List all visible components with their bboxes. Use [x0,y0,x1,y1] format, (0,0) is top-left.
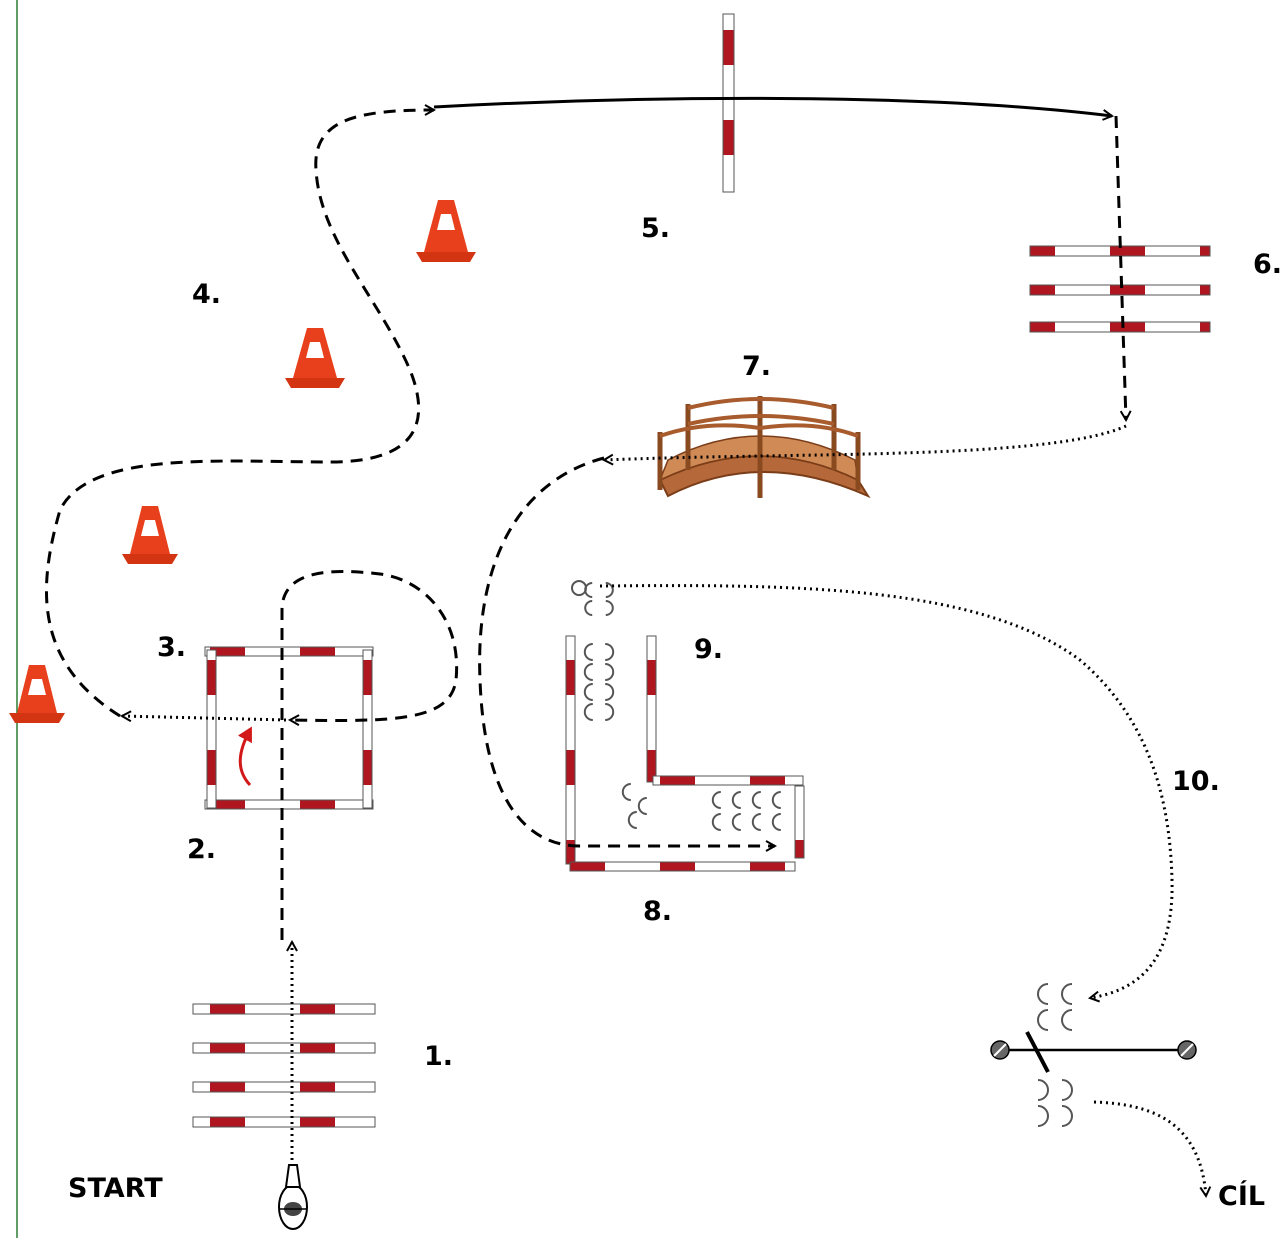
hoofprint-icon [771,813,781,831]
hoofprint-icon [751,813,761,831]
station-label-6: 6. [1253,249,1283,280]
hoofprint-icon [605,703,615,721]
hoofprint-icon [751,791,761,809]
cone-icon [285,328,345,388]
hoofprint-icon [605,600,614,616]
finish-gate [990,1031,1197,1073]
cone-icon [416,200,476,262]
hoofprint-icon [1037,1009,1049,1031]
hoofprint-icon [1061,1079,1073,1101]
pole-square-2 [204,646,374,810]
course-path [45,96,1206,1196]
pole-corridor-8 [565,635,805,872]
hoofprint-icon [731,813,741,831]
hoofprint-icon [583,663,593,681]
ground-pole [192,1042,376,1054]
ground-pole [192,1003,376,1015]
hoofprint-icon [605,582,614,598]
station-label-5: 5. [641,213,671,244]
station-label-10: 10. [1172,766,1220,797]
hoofprint-icon [571,580,587,597]
hoofprint-icon [584,600,593,616]
ground-pole [192,1081,376,1093]
hoofprint-icon [583,683,593,701]
hoofprint-icon [627,811,637,829]
ground-pole [192,1116,376,1128]
hoofprint-icon [711,791,721,809]
hoofprint-icon [621,783,631,801]
hoofprint-icon [1061,983,1073,1005]
hoofprint-icon [771,791,781,809]
hoofprint-icon [731,791,741,809]
station-label-1: 1. [424,1041,454,1072]
ground-poles-1 [192,1003,376,1128]
start-label: START [68,1173,163,1204]
hoofprint-icon [605,643,615,661]
station-label-7: 7. [742,351,772,382]
hoofprint-icon [637,797,647,815]
hoofprint-icon [1061,1009,1073,1031]
station-label-2: 2. [187,834,217,865]
station-label-4: 4. [192,279,222,310]
hoofprint-icon [1037,1079,1049,1101]
hoofprint-icon [605,683,615,701]
hoofprint-icon [1037,983,1049,1005]
hoofprint-icon [584,582,593,598]
hoofprint-icon [1037,1105,1049,1127]
station-label-3: 3. [157,632,187,663]
hoofprint-icon [583,643,593,661]
hoofprint-icon [605,663,615,681]
station-label-9: 9. [694,634,724,665]
turn-arrow-icon [237,726,252,787]
finish-label: CÍL [1218,1181,1266,1212]
bridge-icon [657,396,871,499]
station-label-8: 8. [643,896,673,927]
hoofprint-icon [583,703,593,721]
cone-icon [122,506,178,564]
hoofprint-icon [711,813,721,831]
vertical-pole-5 [722,13,735,193]
horse-rider-icon [278,1164,308,1230]
hoofprint-icon [1061,1105,1073,1127]
cone-icon [9,665,65,723]
